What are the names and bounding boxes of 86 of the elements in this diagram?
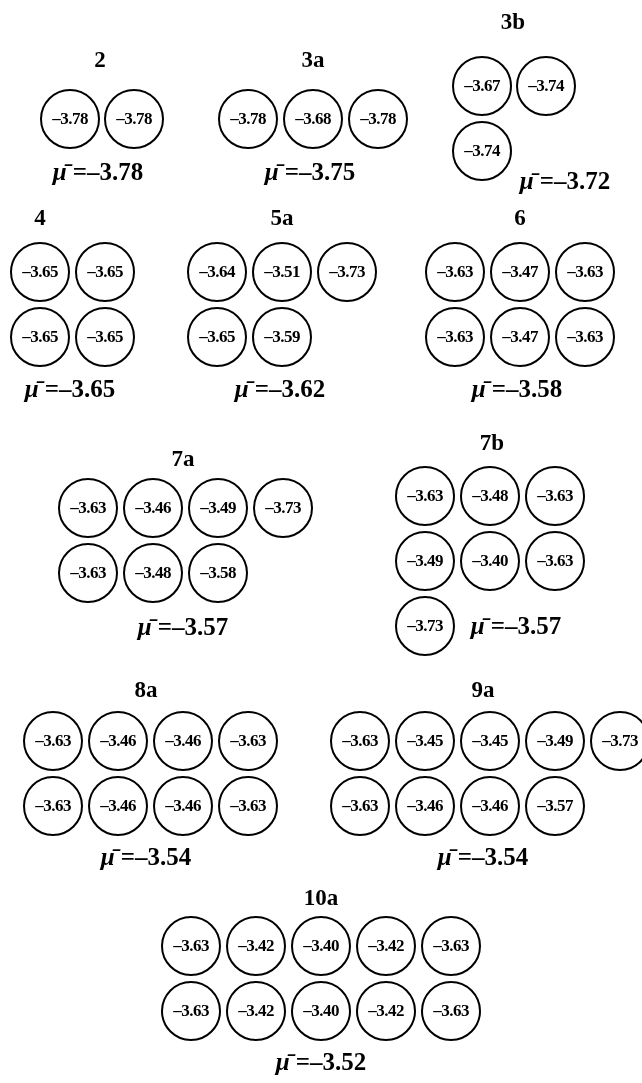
site-circle: –3.42 <box>226 916 286 976</box>
site-circle: –3.63 <box>525 531 585 591</box>
site-circle: –3.63 <box>555 307 615 367</box>
site-circle: –3.40 <box>291 916 351 976</box>
average-value-label: μ̄ =–3.52 <box>275 1048 367 1076</box>
cluster-label: 10a <box>303 885 339 911</box>
average-value-label: μ̄ =–3.54 <box>100 843 192 871</box>
site-circle: –3.42 <box>356 916 416 976</box>
site-circle: –3.67 <box>452 56 512 116</box>
average-value-label: μ̄ =–3.78 <box>52 158 144 186</box>
site-circle: –3.45 <box>460 711 520 771</box>
site-circle: –3.47 <box>490 307 550 367</box>
average-value-label: μ̄ =–3.65 <box>24 375 116 403</box>
site-circle: –3.51 <box>252 242 312 302</box>
site-circle: –3.40 <box>460 531 520 591</box>
cluster-label: 8a <box>134 677 158 703</box>
average-value-label: μ̄ =–3.62 <box>234 375 326 403</box>
site-circle: –3.78 <box>348 89 408 149</box>
site-circle: –3.73 <box>317 242 377 302</box>
site-circle: –3.78 <box>218 89 278 149</box>
site-circle: –3.68 <box>283 89 343 149</box>
site-circle: –3.48 <box>123 543 183 603</box>
site-circle: –3.63 <box>525 466 585 526</box>
site-circle: –3.63 <box>23 711 83 771</box>
site-circle: –3.46 <box>153 711 213 771</box>
cluster-label: 3a <box>301 47 325 73</box>
site-circle: –3.46 <box>88 776 148 836</box>
site-circle: –3.49 <box>525 711 585 771</box>
site-circle: –3.63 <box>425 307 485 367</box>
average-value-label: μ̄ =–3.75 <box>264 158 356 186</box>
site-circle: –3.63 <box>395 466 455 526</box>
site-circle: –3.73 <box>590 711 642 771</box>
site-circle: –3.48 <box>460 466 520 526</box>
site-circle: –3.63 <box>161 981 221 1041</box>
site-circle: –3.46 <box>460 776 520 836</box>
site-circle: –3.47 <box>490 242 550 302</box>
site-circle: –3.58 <box>188 543 248 603</box>
site-circle: –3.63 <box>330 711 390 771</box>
site-circle: –3.63 <box>58 543 118 603</box>
site-circle: –3.63 <box>555 242 615 302</box>
site-circle: –3.65 <box>75 307 135 367</box>
site-circle: –3.74 <box>452 121 512 181</box>
average-value-label: μ̄ =–3.72 <box>519 167 611 195</box>
site-circle: –3.63 <box>421 981 481 1041</box>
site-circle: –3.64 <box>187 242 247 302</box>
site-circle: –3.49 <box>188 478 248 538</box>
site-circle: –3.78 <box>40 89 100 149</box>
site-circle: –3.74 <box>516 56 576 116</box>
site-circle: –3.63 <box>425 242 485 302</box>
site-circle: –3.73 <box>253 478 313 538</box>
site-circle: –3.45 <box>395 711 455 771</box>
average-value-label: μ̄ =–3.54 <box>437 843 529 871</box>
average-value-label: μ̄ =–3.57 <box>137 613 229 641</box>
cluster-label: 5a <box>270 205 294 231</box>
site-circle: –3.42 <box>226 981 286 1041</box>
site-circle: –3.65 <box>187 307 247 367</box>
site-circle: –3.78 <box>104 89 164 149</box>
average-value-label: μ̄ =–3.58 <box>471 375 563 403</box>
site-circle: –3.63 <box>218 711 278 771</box>
site-circle: –3.73 <box>395 596 455 656</box>
site-circle: –3.46 <box>123 478 183 538</box>
site-circle: –3.63 <box>23 776 83 836</box>
site-circle: –3.46 <box>395 776 455 836</box>
average-value-label: μ̄ =–3.57 <box>470 612 562 640</box>
site-circle: –3.46 <box>153 776 213 836</box>
cluster-label: 6 <box>514 205 526 231</box>
cluster-label: 9a <box>471 677 495 703</box>
site-circle: –3.63 <box>58 478 118 538</box>
cluster-label: 4 <box>34 205 46 231</box>
cluster-label: 3b <box>500 9 526 35</box>
cluster-label: 7b <box>479 430 505 456</box>
site-circle: –3.65 <box>75 242 135 302</box>
site-circle: –3.63 <box>421 916 481 976</box>
cluster-label: 2 <box>94 47 106 73</box>
site-circle: –3.63 <box>161 916 221 976</box>
site-circle: –3.57 <box>525 776 585 836</box>
site-circle: –3.42 <box>356 981 416 1041</box>
site-circle: –3.40 <box>291 981 351 1041</box>
site-circle: –3.63 <box>218 776 278 836</box>
cluster-label: 7a <box>171 446 195 472</box>
site-circle: –3.46 <box>88 711 148 771</box>
site-circle: –3.63 <box>330 776 390 836</box>
site-circle: –3.49 <box>395 531 455 591</box>
site-circle: –3.65 <box>10 242 70 302</box>
site-circle: –3.65 <box>10 307 70 367</box>
site-circle: –3.59 <box>252 307 312 367</box>
